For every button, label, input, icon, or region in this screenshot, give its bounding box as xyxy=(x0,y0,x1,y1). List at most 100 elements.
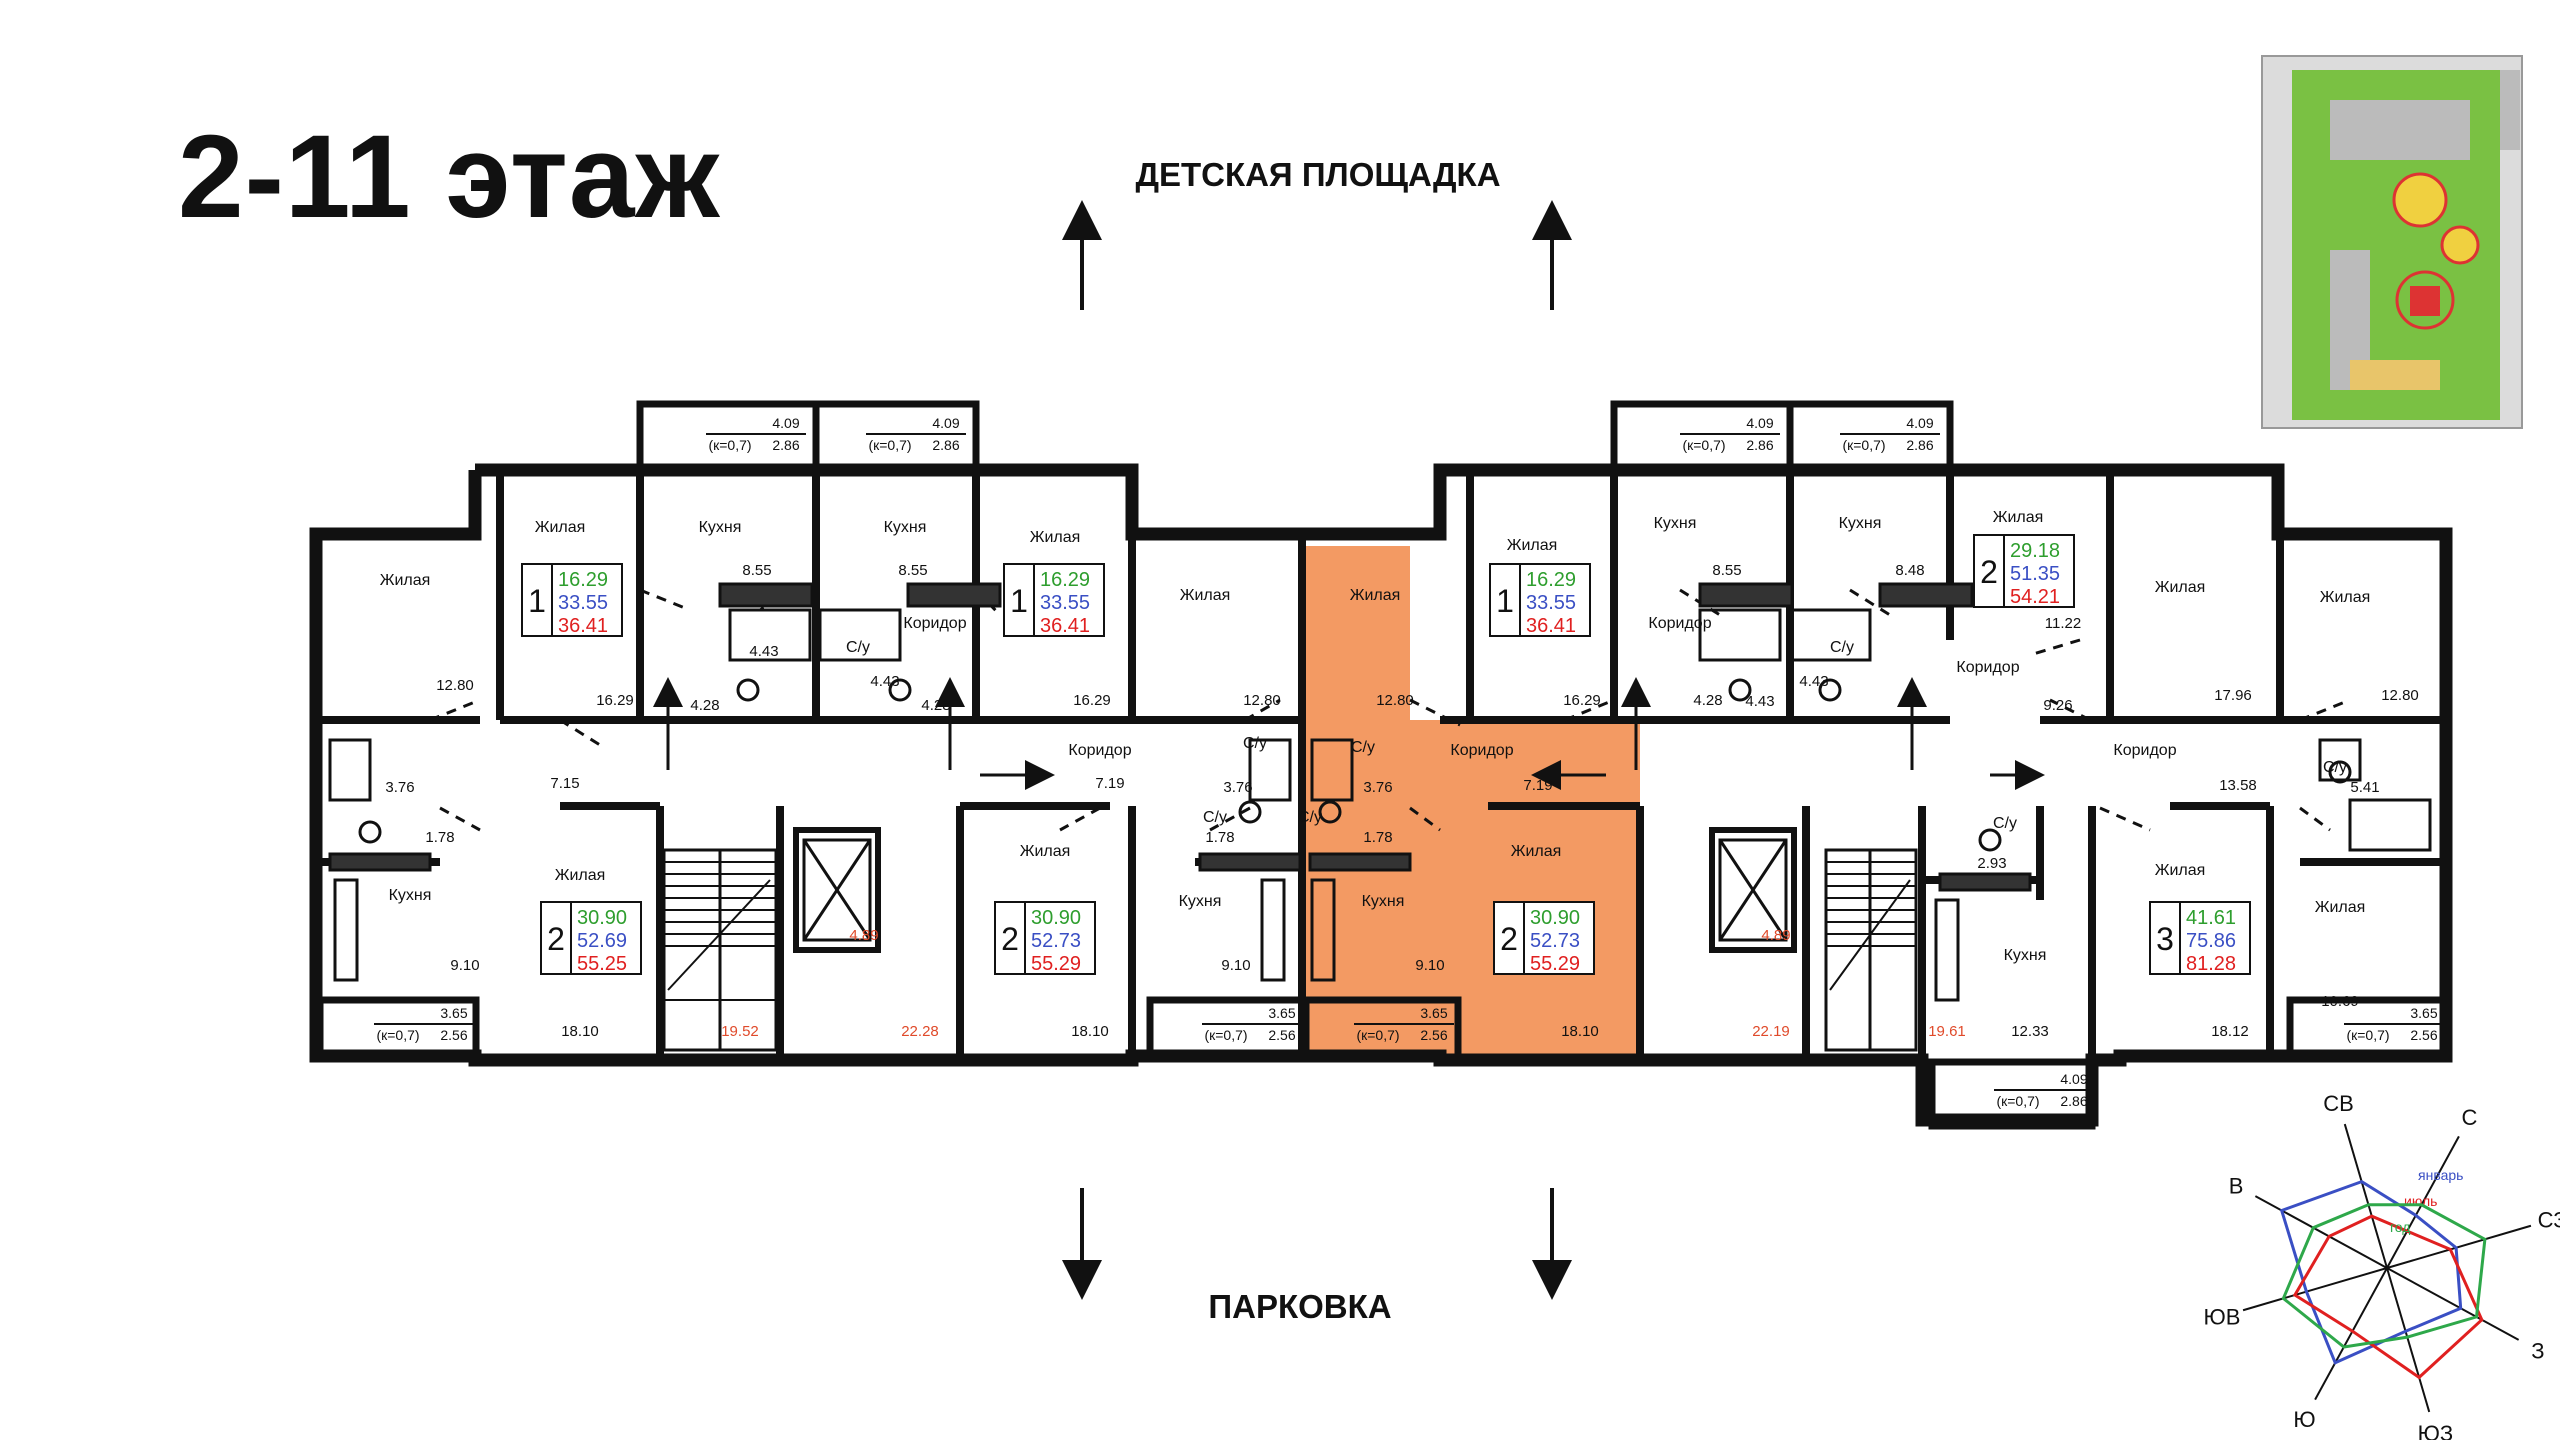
fixtures xyxy=(328,582,2432,1002)
balcony-labels: 4.09(к=0,7)2.864.09(к=0,7)2.864.09(к=0,7… xyxy=(374,415,2444,1109)
balcony-area-top: 3.65 xyxy=(440,1005,467,1021)
wind-rose-direction-label: ЮЗ xyxy=(2418,1421,2454,1440)
area-label: 8.55 xyxy=(898,562,927,579)
apartment-full-area: 55.29 xyxy=(1031,953,1081,975)
room-label-bath: С/у xyxy=(1203,809,1227,826)
area-label: 1.78 xyxy=(425,829,454,846)
area-label: 3.76 xyxy=(1363,779,1392,796)
entry-arrows xyxy=(653,677,2045,790)
area-label: 7.15 xyxy=(550,775,579,792)
room-label-bath: С/у xyxy=(1993,815,2017,832)
room-label-living: Жилая xyxy=(1993,509,2044,526)
apartment-card-frame xyxy=(1489,563,1591,637)
apartment-total-area: 33.55 xyxy=(1040,592,1090,614)
inner-walls xyxy=(316,470,2446,1056)
stairs-and-lifts xyxy=(662,827,1918,1052)
area-label: 4.43 xyxy=(1745,693,1774,710)
balcony-area-top: 4.09 xyxy=(772,415,799,431)
doors xyxy=(429,588,2351,832)
wind-rose-axis xyxy=(2386,1224,2532,1269)
room-label-kitchen: Кухня xyxy=(389,887,432,904)
apartment-card-frame xyxy=(521,563,623,637)
apartment-total-area: 52.73 xyxy=(1031,930,1081,952)
room-label-bath: С/у xyxy=(2323,759,2347,776)
area-label: 17.96 xyxy=(2214,687,2252,704)
wind-rose-direction-label: СЗ xyxy=(2538,1208,2560,1233)
area-label: 7.19 xyxy=(1523,777,1552,794)
apartment-card-frame xyxy=(1493,901,1595,975)
area-label: 4.43 xyxy=(870,673,899,690)
balcony-coef: (к=0,7) xyxy=(708,437,751,453)
room-label-living: Жилая xyxy=(1180,587,1231,604)
room-label-living: Жилая xyxy=(2155,579,2206,596)
room-label-kitchen: Кухня xyxy=(1179,893,1222,910)
area-label: 16.29 xyxy=(596,692,634,709)
wind-rose-axis xyxy=(2314,1267,2388,1401)
room-label-corridor: Коридор xyxy=(2113,742,2176,759)
room-label-living: Жилая xyxy=(1507,537,1558,554)
balcony-coef: (к=0,7) xyxy=(1842,437,1885,453)
balcony-area-bottom: 2.56 xyxy=(2410,1027,2437,1043)
balcony-area-top: 3.65 xyxy=(1268,1005,1295,1021)
area-label: 4.28 xyxy=(921,697,950,714)
balcony-area-bottom: 2.56 xyxy=(1420,1027,1447,1043)
wind-rose-series xyxy=(2292,1214,2484,1380)
balcony-area-top: 3.65 xyxy=(2410,1005,2437,1021)
room-label-bath: С/у xyxy=(1243,735,1267,752)
balcony-area-bottom: 2.86 xyxy=(2060,1093,2087,1109)
apartment-rooms-count: 3 xyxy=(2156,921,2174,957)
room-label-living: Жилая xyxy=(555,867,606,884)
apartment-total-area: 75.86 xyxy=(2186,930,2236,952)
room-label-corridor: Коридор xyxy=(1956,659,2019,676)
area-label: 1.78 xyxy=(1205,829,1234,846)
balcony-area-top: 4.09 xyxy=(2060,1071,2087,1087)
balcony-area-bottom: 2.86 xyxy=(932,437,959,453)
area-label: 5.41 xyxy=(2350,779,2379,796)
room-label-kitchen: Кухня xyxy=(699,519,742,536)
apartment-living-area: 30.90 xyxy=(1031,907,1081,929)
apartment-full-area: 55.25 xyxy=(577,953,627,975)
area-label: 13.58 xyxy=(2219,777,2257,794)
apartment-total-area: 51.35 xyxy=(2010,563,2060,585)
room-label-kitchen: Кухня xyxy=(884,519,927,536)
balcony-area-top: 4.09 xyxy=(1906,415,1933,431)
direction-bottom-label: ПАРКОВКА xyxy=(1208,1288,1392,1325)
area-label: 4.89 xyxy=(849,927,878,944)
apartment-card-frame xyxy=(994,901,1096,975)
area-label: 9.10 xyxy=(1415,957,1444,974)
apartment-full-area: 81.28 xyxy=(2186,953,2236,975)
wind-rose-axis xyxy=(2242,1267,2388,1312)
area-label: 19.52 xyxy=(721,1023,759,1040)
apartment-card-frame xyxy=(1003,563,1105,637)
area-label: 1.78 xyxy=(1363,829,1392,846)
area-label: 3.76 xyxy=(385,779,414,796)
floor-title: 2-11 этаж xyxy=(178,111,721,243)
room-label-living: Жилая xyxy=(380,572,431,589)
area-label: 22.28 xyxy=(901,1023,939,1040)
area-label: 12.33 xyxy=(2011,1023,2049,1040)
room-label-living: Жилая xyxy=(2315,899,2366,916)
site-plan-thumbnail xyxy=(2261,55,2523,429)
wind-rose-series xyxy=(2281,1203,2487,1349)
apartment-rooms-count: 2 xyxy=(547,921,565,957)
apartment-total-area: 52.69 xyxy=(577,930,627,952)
apartment-full-area: 55.29 xyxy=(1530,953,1580,975)
apartment-living-area: 41.61 xyxy=(2186,907,2236,929)
balcony-area-bottom: 2.86 xyxy=(772,437,799,453)
area-label: 4.43 xyxy=(749,643,778,660)
room-label-living: Жилая xyxy=(2320,589,2371,606)
area-label: 12.80 xyxy=(436,677,474,694)
area-label: 8.55 xyxy=(742,562,771,579)
area-label: 9.10 xyxy=(1221,957,1250,974)
